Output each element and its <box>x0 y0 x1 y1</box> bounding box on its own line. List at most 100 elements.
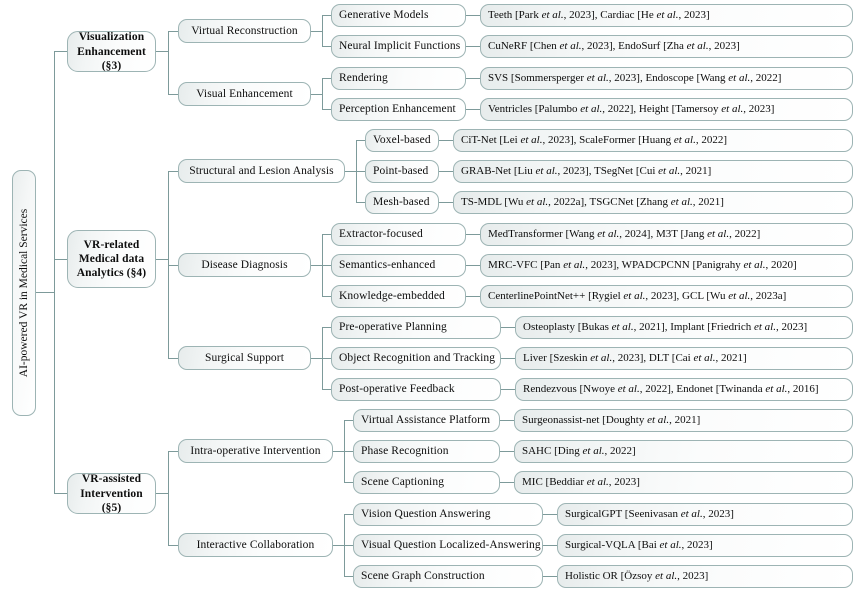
connector <box>168 451 169 545</box>
leaf-refs-text: Osteoplasty [Bukas et al., 2021], Implan… <box>523 320 808 333</box>
leafcat-vision-question-answering[interactable]: Vision Question Answering <box>353 503 543 526</box>
connector <box>322 234 331 235</box>
subnode-interactive-collaboration[interactable]: Interactive Collaboration <box>178 533 333 557</box>
leaf-refs-mesh-based[interactable]: TS-MDL [Wu et al., 2022a], TSGCNet [Zhan… <box>453 191 853 214</box>
connector <box>466 265 480 266</box>
connector <box>168 265 178 266</box>
leaf-refs-text: Teeth [Park et al., 2023], Cardiac [He e… <box>488 8 710 21</box>
leaf-refs-text: Surgical-VQLA [Bai et al., 2023] <box>565 538 713 551</box>
leafcat-extractor-focused[interactable]: Extractor-focused <box>331 223 466 246</box>
connector <box>333 451 344 452</box>
leaf-refs-text: SurgicalGPT [Seenivasan et al., 2023] <box>565 507 734 520</box>
connector <box>543 576 557 577</box>
leafcat-visual-question-localized-answering[interactable]: Visual Question Localized-Answering <box>353 534 543 557</box>
connector <box>322 389 331 390</box>
connector <box>36 292 54 293</box>
connector <box>168 358 178 359</box>
subnode-virtual-reconstruction[interactable]: Virtual Reconstruction <box>178 19 311 43</box>
leafcat-virtual-assistance-platform[interactable]: Virtual Assistance Platform <box>353 409 500 432</box>
subnode-intra-operative-intervention[interactable]: Intra-operative Intervention <box>178 439 333 463</box>
leafcat-neural-implicit-functions[interactable]: Neural Implicit Functions <box>331 35 466 58</box>
leafcat-scene-graph-construction[interactable]: Scene Graph Construction <box>353 565 543 588</box>
leaf-refs-phase-recognition[interactable]: SAHC [Ding et al., 2022] <box>514 440 853 463</box>
leaf-refs-visual-question-localized-answering[interactable]: Surgical-VQLA [Bai et al., 2023] <box>557 534 853 557</box>
leafcat-scene-captioning[interactable]: Scene Captioning <box>353 471 500 494</box>
leafcat-label: Post-operative Feedback <box>339 383 455 396</box>
leaf-refs-scene-captioning[interactable]: MIC [Beddiar et al., 2023] <box>514 471 853 494</box>
connector <box>500 420 514 421</box>
leafcat-object-recognition-and-tracking[interactable]: Object Recognition and Tracking <box>331 347 501 370</box>
leaf-refs-extractor-focused[interactable]: MedTransformer [Wang et al., 2024], M3T … <box>480 223 853 246</box>
branch-node-vr-assisted-intervention[interactable]: VR-assisted Intervention (§5) <box>67 473 156 514</box>
leafcat-mesh-based[interactable]: Mesh-based <box>365 191 439 214</box>
leafcat-pre-operative-planning[interactable]: Pre-operative Planning <box>331 316 501 339</box>
branch-node-visualization-enhancement[interactable]: Visualization Enhancement (§3) <box>67 31 156 72</box>
subnode-label: Surgical Support <box>204 351 284 364</box>
leaf-refs-text: Ventricles [Palumbo et al., 2022], Heigh… <box>488 102 775 115</box>
leafcat-label: Generative Models <box>339 9 429 22</box>
leafcat-label: Pre-operative Planning <box>339 321 447 334</box>
leaf-refs-vision-question-answering[interactable]: SurgicalGPT [Seenivasan et al., 2023] <box>557 503 853 526</box>
leafcat-point-based[interactable]: Point-based <box>365 160 439 183</box>
leaf-refs-semantics-enhanced[interactable]: MRC-VFC [Pan et al., 2023], WPADCPCNN [P… <box>480 254 853 277</box>
connector <box>156 259 168 260</box>
leafcat-rendering[interactable]: Rendering <box>331 67 466 90</box>
leaf-refs-pre-operative-planning[interactable]: Osteoplasty [Bukas et al., 2021], Implan… <box>515 316 853 339</box>
connector <box>156 51 168 52</box>
subnode-structural-and-lesion-analysis[interactable]: Structural and Lesion Analysis <box>178 159 345 183</box>
leaf-refs-perception-enhancement[interactable]: Ventricles [Palumbo et al., 2022], Heigh… <box>480 98 853 121</box>
leaf-refs-voxel-based[interactable]: CiT-Net [Lei et al., 2023], ScaleFormer … <box>453 129 853 152</box>
connector <box>168 31 169 94</box>
leafcat-perception-enhancement[interactable]: Perception Enhancement <box>331 98 466 121</box>
connector <box>54 259 67 260</box>
connector <box>466 109 480 110</box>
connector <box>322 296 331 297</box>
subnode-disease-diagnosis[interactable]: Disease Diagnosis <box>178 253 311 277</box>
branch-node-vr-related-medical-data-analytics[interactable]: VR-related Medical data Analytics (§4) <box>67 230 156 288</box>
connector <box>311 358 322 359</box>
leaf-refs-virtual-assistance-platform[interactable]: Surgeonassist-net [Doughty et al., 2021] <box>514 409 853 432</box>
subnode-visual-enhancement[interactable]: Visual Enhancement <box>178 82 311 106</box>
connector <box>466 46 480 47</box>
branch-label-line1: Visualization <box>78 31 145 44</box>
connector <box>466 234 480 235</box>
leafcat-label: Point-based <box>373 165 429 178</box>
leafcat-label: Rendering <box>339 72 388 85</box>
leaf-refs-scene-graph-construction[interactable]: Holistic OR [Özsoy et al., 2023] <box>557 565 853 588</box>
leaf-refs-neural-implicit-functions[interactable]: CuNeRF [Chen et al., 2023], EndoSurf [Zh… <box>480 35 853 58</box>
leaf-refs-post-operative-feedback[interactable]: Rendezvous [Nwoye et al., 2022], Endonet… <box>515 378 853 401</box>
leaf-refs-knowledge-embedded[interactable]: CenterlinePointNet++ [Rygiel et al., 202… <box>480 285 853 308</box>
subnode-label: Visual Enhancement <box>196 87 293 100</box>
connector <box>168 451 178 452</box>
branch-label-line1: VR-related <box>83 238 140 251</box>
connector <box>322 15 323 47</box>
connector <box>344 576 353 577</box>
connector <box>543 545 557 546</box>
leafcat-label: Virtual Assistance Platform <box>361 414 491 427</box>
leaf-refs-text: Rendezvous [Nwoye et al., 2022], Endonet… <box>523 382 819 395</box>
leafcat-post-operative-feedback[interactable]: Post-operative Feedback <box>331 378 501 401</box>
leafcat-knowledge-embedded[interactable]: Knowledge-embedded <box>331 285 466 308</box>
leaf-refs-rendering[interactable]: SVS [Sommersperger et al., 2023], Endosc… <box>480 67 853 90</box>
branch-label-line2: Medical data <box>78 252 145 265</box>
leaf-refs-text: Surgeonassist-net [Doughty et al., 2021] <box>522 413 701 426</box>
connector <box>168 31 178 32</box>
leafcat-voxel-based[interactable]: Voxel-based <box>365 129 439 152</box>
leaf-refs-object-recognition-and-tracking[interactable]: Liver [Szeskin et al., 2023], DLT [Cai e… <box>515 347 853 370</box>
connector <box>54 51 67 52</box>
connector <box>168 545 178 546</box>
leaf-refs-text: MIC [Beddiar et al., 2023] <box>522 475 640 488</box>
leaf-refs-text: MRC-VFC [Pan et al., 2023], WPADCPCNN [P… <box>488 258 797 271</box>
leaf-refs-generative-models[interactable]: Teeth [Park et al., 2023], Cardiac [He e… <box>480 4 853 27</box>
subnode-surgical-support[interactable]: Surgical Support <box>178 346 311 370</box>
subnode-label: Virtual Reconstruction <box>191 24 298 37</box>
leafcat-semantics-enhanced[interactable]: Semantics-enhanced <box>331 254 466 277</box>
connector <box>54 51 55 493</box>
connector <box>168 94 178 95</box>
leaf-refs-text: SAHC [Ding et al., 2022] <box>522 444 636 457</box>
leafcat-phase-recognition[interactable]: Phase Recognition <box>353 440 500 463</box>
leafcat-label: Perception Enhancement <box>339 103 456 116</box>
leafcat-label: Scene Captioning <box>361 476 445 489</box>
leaf-refs-point-based[interactable]: GRAB-Net [Liu et al., 2023], TSegNet [Cu… <box>453 160 853 183</box>
leafcat-generative-models[interactable]: Generative Models <box>331 4 466 27</box>
